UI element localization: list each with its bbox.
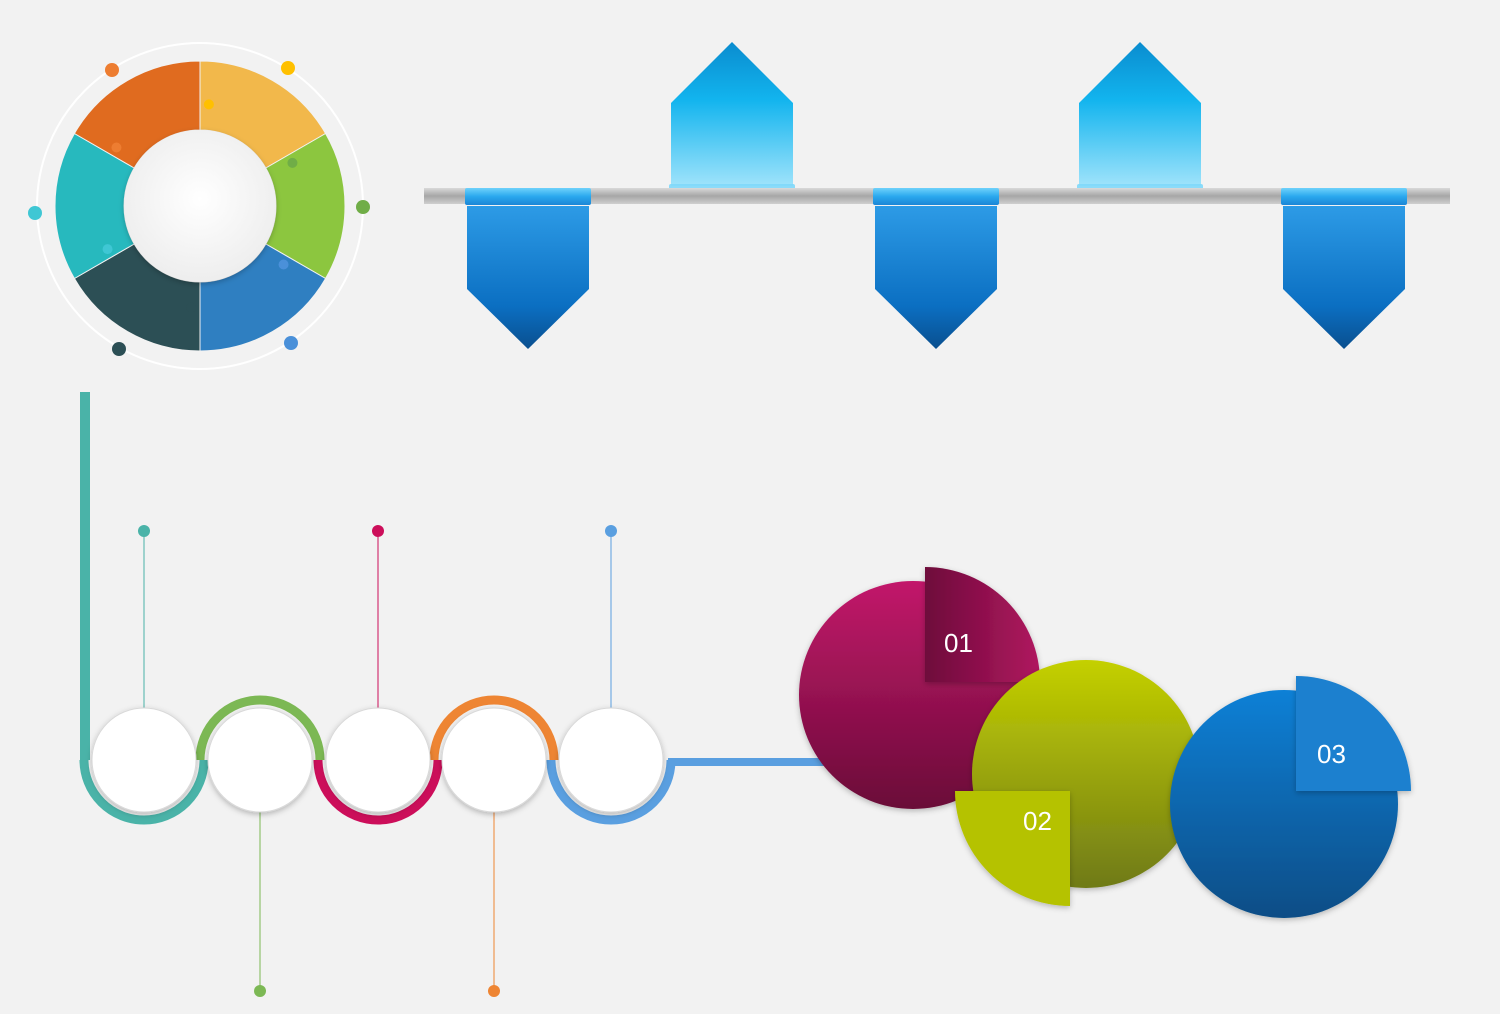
circle-02-quarter <box>955 791 1070 906</box>
label-02: 02 <box>1023 806 1052 836</box>
ring-inner-dot <box>287 157 298 168</box>
ring-outer-dot <box>356 200 370 214</box>
downward-banners <box>465 188 1407 349</box>
chain-stem-dot <box>254 985 266 997</box>
chain-arc <box>429 695 559 761</box>
ring-outer-dot <box>105 63 119 77</box>
chain-stems <box>138 525 617 997</box>
banner-down <box>875 206 997 349</box>
numbered-circles: 01 02 03 <box>799 567 1411 918</box>
label-01: 01 <box>944 628 973 658</box>
ring-inner-dot <box>278 259 289 270</box>
chain-arc <box>313 759 443 825</box>
banner-down <box>467 206 589 349</box>
banner-clip <box>465 188 591 205</box>
chain-stem-dot <box>605 525 617 537</box>
chain-circle <box>441 707 547 813</box>
ring-center-hole <box>124 130 276 282</box>
ring-outer-dot <box>28 206 42 220</box>
ring-outer-dot <box>284 336 298 350</box>
circle-03: 03 <box>1170 676 1411 918</box>
ring-inner-dot <box>102 244 113 255</box>
ring-outer-dot <box>112 342 126 356</box>
banner-clip <box>1281 188 1407 205</box>
upward-banners <box>669 42 1203 202</box>
ring-inner-dot <box>186 302 197 313</box>
ring-outer-dot <box>281 61 295 75</box>
chain-circle <box>325 707 431 813</box>
chain-arc <box>546 759 676 825</box>
banner-down <box>1283 206 1405 349</box>
chain-stem-dot <box>138 525 150 537</box>
segmented-ring <box>28 42 370 370</box>
circle-02: 02 <box>955 660 1200 906</box>
chain-circle <box>91 707 197 813</box>
chain-circle <box>558 707 664 813</box>
banner-up <box>1079 42 1201 186</box>
chain-circle <box>207 707 313 813</box>
circle-03-quarter <box>1296 676 1411 791</box>
ring-dots <box>28 61 370 356</box>
chain-arcs <box>79 695 676 825</box>
chain-arc <box>79 759 209 825</box>
circle-chain <box>79 392 830 997</box>
label-03: 03 <box>1317 739 1346 769</box>
banner-timeline <box>424 42 1450 349</box>
ring-inner-dot <box>111 142 122 153</box>
chain-stem-dot <box>488 985 500 997</box>
chain-stem-dot <box>372 525 384 537</box>
chain-circles <box>91 707 664 813</box>
circle-01: 01 <box>799 567 1040 809</box>
chain-arc <box>195 695 325 761</box>
banner-clip <box>873 188 999 205</box>
banner-up <box>671 42 793 186</box>
circle-01-quarter <box>925 567 1040 682</box>
ring-inner-dot <box>203 99 214 110</box>
